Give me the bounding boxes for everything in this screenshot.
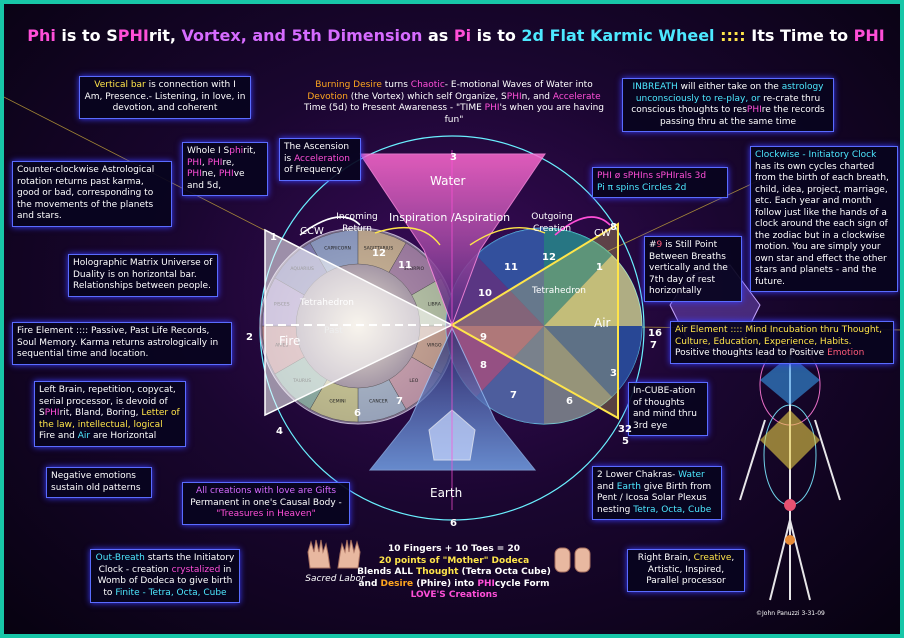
cw-label: CW bbox=[594, 228, 611, 239]
number-label: 5 bbox=[622, 436, 629, 447]
page-title: Phi is to SPHIrit, Vortex, and 5th Dimen… bbox=[27, 26, 885, 45]
number-label: 16 bbox=[648, 328, 662, 339]
number-label: 4 bbox=[276, 426, 283, 437]
number-label: 8 bbox=[610, 222, 617, 233]
whole-spirit-box: Whole I Sphirit, PHI, PHIre, PHIne, PHIv… bbox=[182, 142, 268, 196]
left-brain-box: Left Brain, repetition, copycat, serial … bbox=[34, 381, 186, 447]
right-brain-box: Right Brain, Creative, Artistic, Inspire… bbox=[627, 549, 745, 592]
lower-chakras-box: 2 Lower Chakras- Water and Earth give Bi… bbox=[592, 466, 722, 520]
incoming-arrow bbox=[374, 226, 441, 246]
ccw-label: CCW bbox=[300, 226, 324, 237]
wheel-number: 10 bbox=[478, 288, 492, 299]
wheel-number: 8 bbox=[480, 360, 487, 371]
past-label: Past bbox=[324, 326, 343, 336]
zodiac-sign-label: SAGITTARIUS bbox=[364, 246, 394, 252]
air-label: Air bbox=[594, 316, 611, 330]
wheel-number: 12 bbox=[372, 248, 386, 259]
negative-emotions-box: Negative emotions sustain old patterns bbox=[46, 467, 152, 498]
wheel-number: 6 bbox=[566, 396, 573, 407]
holographic-box: Holographic Matrix Universe of Duality i… bbox=[68, 254, 218, 297]
fire-tetrahedron bbox=[264, 228, 454, 417]
number-label: 32 bbox=[618, 424, 632, 435]
ascension-box: The Ascension is Acceleration of Frequen… bbox=[279, 138, 361, 181]
fire-element-box: Fire Element :::: Passive, Past Life Rec… bbox=[12, 322, 232, 365]
number-label: 6 bbox=[450, 518, 457, 529]
zodiac-sign-label: GEMINI bbox=[329, 398, 345, 404]
number-label: 7 bbox=[650, 340, 657, 351]
wheel-number: 7 bbox=[396, 396, 403, 407]
zodiac-sign-label: LEO bbox=[409, 378, 418, 384]
wheel-number: 3 bbox=[610, 368, 617, 379]
tetrahedron-left-label: Tetrahedron bbox=[300, 298, 354, 308]
water-label: Water bbox=[430, 174, 466, 188]
vertical-bar-box: Vertical bar is connection with I Am, Pr… bbox=[79, 76, 251, 119]
clockwise-box: Clockwise - Initiatory Clock has its own… bbox=[750, 146, 898, 292]
earth-label: Earth bbox=[430, 486, 463, 500]
ccw-arrow bbox=[299, 216, 361, 236]
number-label: 1 bbox=[270, 232, 277, 243]
number-label: 2 bbox=[246, 332, 253, 343]
feet-icon bbox=[552, 544, 594, 574]
out-breath-box: Out-Breath starts the Initiatory Clock -… bbox=[90, 549, 240, 603]
wheel-number: 7 bbox=[510, 390, 517, 401]
still-point-box: #9 is Still Point Between Breaths vertic… bbox=[644, 236, 742, 302]
inspiration-label: Inspiration /Aspiration bbox=[389, 211, 511, 224]
zodiac-sign-label: VIRGO bbox=[427, 342, 442, 348]
cw-arrow bbox=[554, 216, 611, 236]
air-tetrahedron bbox=[450, 222, 619, 420]
fire-label: Fire bbox=[279, 334, 301, 348]
outgoing-arrow bbox=[469, 227, 546, 246]
wheel-number: 12 bbox=[542, 252, 556, 263]
tetrahedron-right-label: Tetrahedron bbox=[532, 286, 586, 296]
air-element-box: Air Element :::: Mind Incubation thru Th… bbox=[670, 321, 894, 364]
wheel-number: 1 bbox=[596, 262, 603, 273]
sacred-labor-label: Sacred Labor bbox=[305, 574, 365, 584]
wheel-number: 6 bbox=[354, 408, 361, 419]
wheel-number: 11 bbox=[398, 260, 412, 271]
counter-clockwise-box: Counter-clockwise Astrological rotation … bbox=[12, 161, 172, 227]
incubation-box: In-CUBE-ation of thoughts and mind thru … bbox=[628, 382, 708, 436]
number-label: 3 bbox=[450, 152, 457, 163]
hands-icon bbox=[304, 534, 364, 570]
inbreath-box: INBREATH will either take on the astrolo… bbox=[622, 78, 834, 132]
burning-desire-text: Burning Desire turns Chaotic- E-motional… bbox=[304, 80, 604, 125]
chakra-figure bbox=[739, 344, 841, 601]
bottom-caption: 10 Fingers + 10 Toes = 20 20 points of "… bbox=[357, 544, 551, 600]
copyright: ©John Panuzzi 3-31-09 bbox=[756, 610, 825, 617]
zodiac-sign-label: CANCER bbox=[369, 398, 388, 404]
wheel-number: 11 bbox=[504, 262, 518, 273]
zodiac-sign-label: CAPRICORN bbox=[324, 246, 351, 252]
zodiac-sign-label: LIBRA bbox=[428, 302, 442, 308]
wheel-number: 9 bbox=[480, 332, 487, 343]
zodiac-sign-label: SCORPIO bbox=[404, 266, 425, 272]
